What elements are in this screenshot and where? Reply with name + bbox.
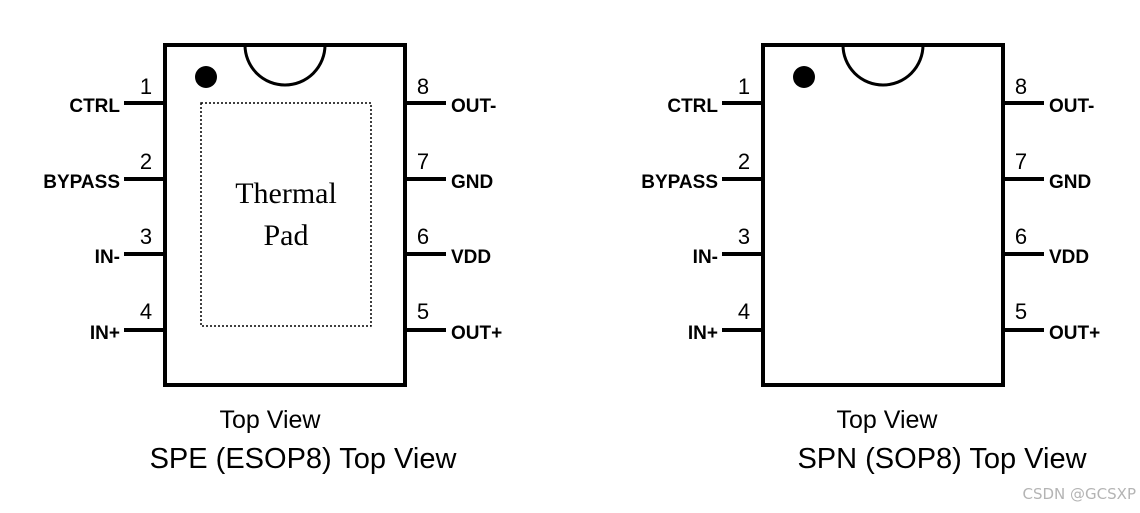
thermal-pad-label-line1: Thermal xyxy=(235,177,337,210)
pin-label: GND xyxy=(451,172,493,193)
package-spn-sop8: 1 2 3 4 CTRL BYPASS IN- IN+ 8 7 6 5 OUT-… xyxy=(641,43,1100,475)
pin-label: OUT- xyxy=(451,96,496,117)
pin-number: 1 xyxy=(140,74,152,99)
pin-number: 2 xyxy=(738,149,750,174)
pin-label: CTRL xyxy=(667,96,718,117)
pin-label: OUT- xyxy=(1049,96,1094,117)
ic-body xyxy=(163,43,407,387)
pin-number: 3 xyxy=(738,224,750,249)
pin-label: IN- xyxy=(693,247,718,268)
pin-number: 6 xyxy=(1015,224,1027,249)
view-label: Top View xyxy=(837,406,939,434)
pin-number: 2 xyxy=(140,149,152,174)
pin-label: CTRL xyxy=(69,96,120,117)
pin-number: 7 xyxy=(1015,149,1027,174)
pin-label: GND xyxy=(1049,172,1091,193)
watermark: CSDN @GCSXP xyxy=(1023,485,1136,503)
pin-number: 1 xyxy=(738,74,750,99)
pin1-dot xyxy=(195,66,217,88)
pin-number: 7 xyxy=(417,149,429,174)
pin-label: BYPASS xyxy=(43,172,120,193)
thermal-pad-label-line2: Pad xyxy=(264,219,309,252)
pin1-notch xyxy=(841,44,925,87)
pin1-notch xyxy=(243,44,327,87)
pin-number: 8 xyxy=(1015,74,1027,99)
pin-label: BYPASS xyxy=(641,172,718,193)
view-label: Top View xyxy=(220,406,322,434)
pin-number: 4 xyxy=(140,299,152,324)
pin-label: IN+ xyxy=(90,323,120,344)
pin-label: VDD xyxy=(1049,247,1089,268)
pin-number: 5 xyxy=(417,299,429,324)
pin-label: IN- xyxy=(95,247,120,268)
pin-number: 4 xyxy=(738,299,750,324)
ic-body xyxy=(761,43,1005,387)
pin-number: 8 xyxy=(417,74,429,99)
pin-number: 6 xyxy=(417,224,429,249)
thermal-pad-outline xyxy=(200,102,372,327)
pin1-dot xyxy=(793,66,815,88)
pin-label: VDD xyxy=(451,247,491,268)
pin-label: OUT+ xyxy=(451,323,502,344)
pin-label: OUT+ xyxy=(1049,323,1100,344)
package-caption: SPN (SOP8) Top View xyxy=(797,443,1087,475)
package-spe-esop8: Thermal Pad 1 2 3 4 CTRL BYPASS IN- IN+ … xyxy=(43,43,502,475)
pin-number: 5 xyxy=(1015,299,1027,324)
pin-label: IN+ xyxy=(688,323,718,344)
pin-number: 3 xyxy=(140,224,152,249)
package-caption: SPE (ESOP8) Top View xyxy=(150,443,458,475)
